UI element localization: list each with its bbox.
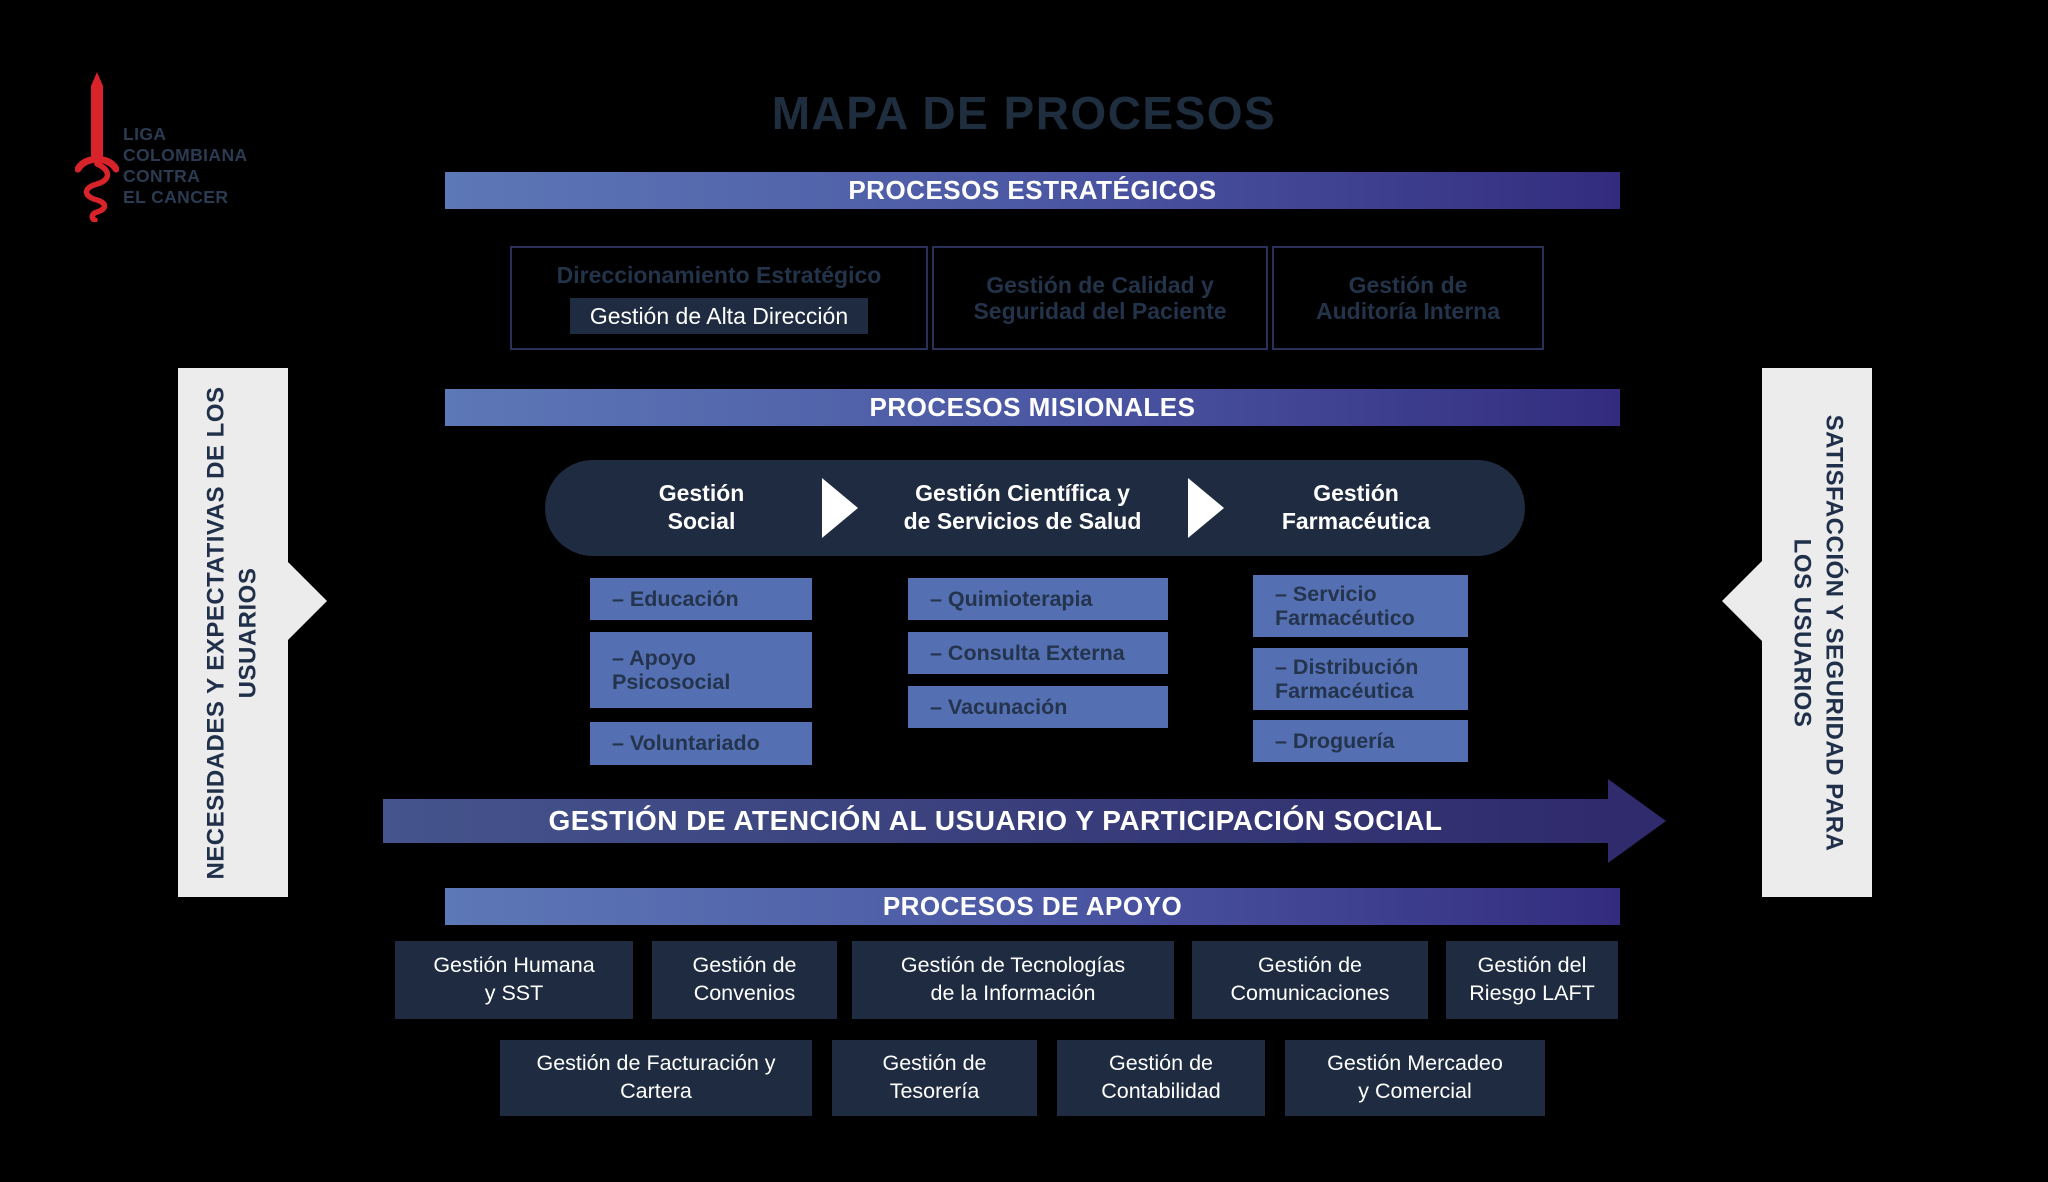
logo-line: EL CANCER bbox=[123, 187, 229, 207]
missional-item-servicio-farmaceutico: – Servicio Farmacéutico bbox=[1253, 575, 1468, 637]
flow-step-gestion-farmaceutica: Gestión Farmacéutica bbox=[1281, 480, 1431, 534]
support-box-label: Gestión de Tesorería bbox=[882, 1051, 987, 1103]
logo: LIGA COLOMBIANA CONTRA EL CANCER bbox=[75, 70, 315, 222]
support-box-label: Gestión Humana y SST bbox=[433, 953, 595, 1005]
strategic-banner: PROCESOS ESTRATÉGICOS bbox=[445, 172, 1620, 209]
support-box-label: Gestión Mercadeo y Comercial bbox=[1327, 1051, 1503, 1103]
support-box-tesoreria: Gestión de Tesorería bbox=[832, 1040, 1037, 1116]
flow-arrow-icon bbox=[1187, 478, 1224, 538]
page-title: MAPA DE PROCESOS bbox=[771, 87, 1277, 139]
support-box-label: Gestión de Tecnologías de la Información bbox=[900, 953, 1126, 1005]
missional-item-voluntariado: – Voluntariado bbox=[590, 722, 812, 765]
support-box-label: Gestión de Convenios bbox=[692, 953, 797, 1005]
missional-item-distribucion-farmaceutica: – Distribución Farmacéutica bbox=[1253, 648, 1468, 710]
sword-caduceus-icon bbox=[75, 72, 119, 222]
missional-item-consulta-externa: – Consulta Externa bbox=[908, 632, 1168, 674]
alta-direccion-chip: Gestión de Alta Dirección bbox=[569, 297, 869, 334]
flow-arrow-icon bbox=[821, 478, 858, 538]
missional-banner: PROCESOS MISIONALES bbox=[445, 389, 1620, 426]
logo-wordmark: LIGA COLOMBIANA CONTRA EL CANCER bbox=[123, 124, 248, 208]
support-box-comunicaciones: Gestión de Comunicaciones bbox=[1192, 941, 1428, 1019]
user-attention-arrow: GESTIÓN DE ATENCIÓN AL USUARIO Y PARTICI… bbox=[383, 799, 1608, 843]
missional-item-vacunacion: – Vacunación bbox=[908, 686, 1168, 728]
strategic-box-auditoria: Gestión de Auditoría Interna bbox=[1272, 246, 1544, 350]
right-bar-arrow-icon bbox=[1722, 561, 1762, 641]
logo-line: LIGA bbox=[123, 124, 167, 144]
support-banner: PROCESOS DE APOYO bbox=[445, 888, 1620, 925]
left-input-bar: NECESIDADES Y EXPECTATIVAS DE LOS USUARI… bbox=[178, 368, 288, 897]
support-box-label: Gestión de Comunicaciones bbox=[1230, 953, 1390, 1005]
logo-line: CONTRA bbox=[123, 166, 201, 186]
arrow-head-icon bbox=[1608, 779, 1666, 863]
strategic-box-title: Gestión de Calidad y Seguridad del Pacie… bbox=[973, 271, 1227, 324]
flow-step-gestion-social: Gestión Social bbox=[658, 480, 745, 534]
support-box-convenios: Gestión de Convenios bbox=[652, 941, 837, 1019]
right-output-bar: SATISFACCIÓN Y SEGURIDAD PARA LOS USUARI… bbox=[1762, 368, 1872, 897]
support-box-riesgo-laft: Gestión del Riesgo LAFT bbox=[1446, 941, 1618, 1019]
logo-line: COLOMBIANA bbox=[123, 145, 248, 165]
flow-step-gestion-cientifica: Gestión Científica y de Servicios de Sal… bbox=[903, 480, 1142, 534]
right-output-bar-label: SATISFACCIÓN Y SEGURIDAD PARA LOS USUARI… bbox=[1788, 414, 1848, 851]
strategic-box-direccionamiento: Direccionamiento Estratégico Gestión de … bbox=[510, 246, 928, 350]
support-box-mercadeo: Gestión Mercadeo y Comercial bbox=[1285, 1040, 1545, 1116]
support-box-contabilidad: Gestión de Contabilidad bbox=[1057, 1040, 1265, 1116]
strategic-box-calidad: Gestión de Calidad y Seguridad del Pacie… bbox=[932, 246, 1268, 350]
support-box-facturacion: Gestión de Facturación y Cartera bbox=[500, 1040, 812, 1116]
strategic-box-title: Direccionamiento Estratégico bbox=[556, 262, 882, 289]
support-box-label: Gestión del Riesgo LAFT bbox=[1469, 953, 1595, 1005]
support-box-gestion-humana: Gestión Humana y SST bbox=[395, 941, 633, 1019]
missional-flow-pill: Gestión Social Gestión Científica y de S… bbox=[545, 460, 1525, 556]
missional-item-educacion: – Educación bbox=[590, 578, 812, 620]
left-input-bar-label: NECESIDADES Y EXPECTATIVAS DE LOS USUARI… bbox=[202, 385, 262, 880]
support-box-tecnologias: Gestión de Tecnologías de la Información bbox=[852, 941, 1174, 1019]
missional-item-drogueria: – Droguería bbox=[1253, 720, 1468, 762]
strategic-box-title: Gestión de Auditoría Interna bbox=[1315, 271, 1500, 324]
support-box-label: Gestión de Contabilidad bbox=[1101, 1051, 1221, 1103]
missional-item-quimioterapia: – Quimioterapia bbox=[908, 578, 1168, 620]
support-box-label: Gestión de Facturación y Cartera bbox=[536, 1051, 776, 1103]
missional-item-apoyo-psicosocial: – Apoyo Psicosocial bbox=[590, 632, 812, 708]
left-bar-arrow-icon bbox=[287, 561, 327, 641]
